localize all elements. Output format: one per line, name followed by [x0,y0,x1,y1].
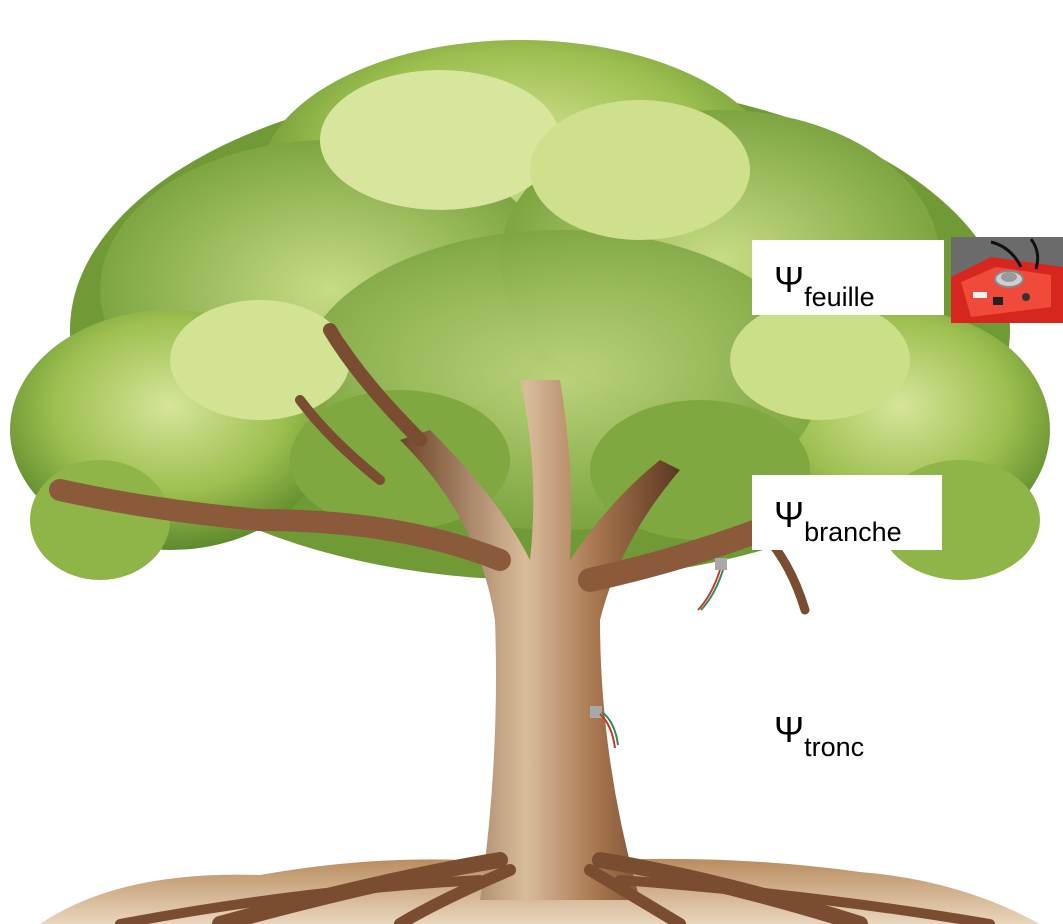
pressure-chamber-device-photo [951,237,1063,323]
psi-symbol: Ψ [774,709,805,750]
label-trunk-water-potential: Ψtronc [752,690,902,765]
tree-roots [115,852,995,924]
tree-trunk [49,323,810,900]
sensor-probe-icon [697,558,727,611]
label-leaf-water-potential: Ψfeuille [752,240,944,315]
psi-symbol: Ψ [774,494,805,535]
subscript-feuille: feuille [804,282,875,312]
label-branch-water-potential: Ψbranche [752,475,942,550]
psi-symbol: Ψ [774,259,805,300]
subscript-branche: branche [804,517,902,547]
sensor-probe-icon [590,706,619,749]
subscript-tronc: tronc [804,732,865,762]
